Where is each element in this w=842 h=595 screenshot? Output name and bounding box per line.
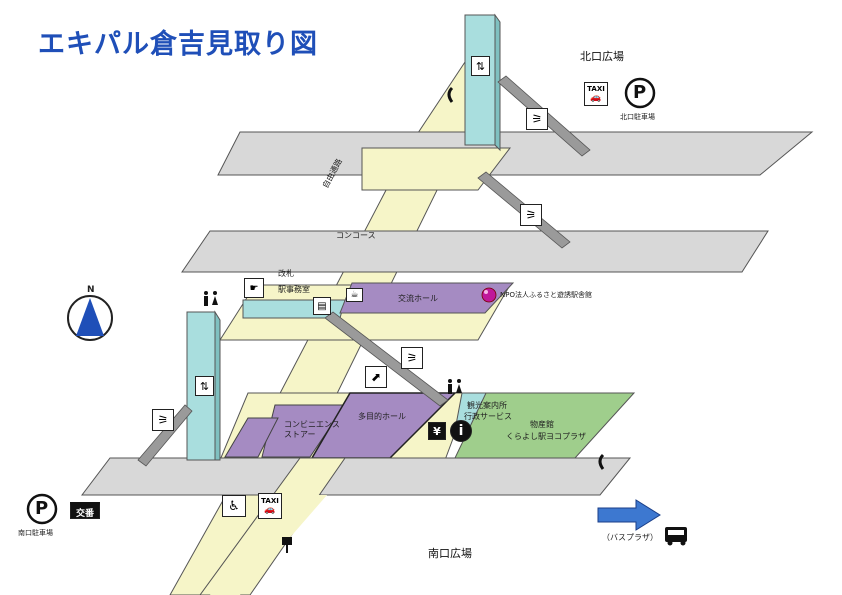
parking-icon-north: [624, 77, 656, 109]
product-plaza-label: くらよし駅ヨコプラザ: [506, 432, 586, 441]
npo-marker-shine: [484, 290, 488, 294]
taxi-text-south: TAXI: [261, 497, 279, 505]
ticket-gate-label: 改札: [278, 269, 294, 278]
wheelchair-icon: ♿: [222, 495, 246, 517]
exchange-hall-floor: [339, 282, 515, 314]
south-plaza-label: 南口広場: [428, 547, 472, 560]
parking-letter-south: P: [35, 498, 49, 519]
taxi-icon-north: TAXI 🚗: [584, 82, 608, 106]
north-parking-label: 北口駐車場: [620, 113, 655, 121]
parking-letter-north: P: [633, 82, 647, 103]
ticket-machine-icon: ☛: [244, 278, 264, 298]
restroom-icon-right: [448, 379, 462, 394]
elevator-icon-south: ⇅: [195, 376, 214, 396]
north-plaza-label: 北口広場: [580, 50, 624, 63]
convenience-store-label: コンビニエンスストアー: [284, 420, 340, 439]
stairs-icon-concourse: ⚞: [401, 347, 423, 369]
platform-lower: [80, 457, 632, 496]
parking-icon-south: [26, 493, 58, 525]
map-title: エキパル倉吉見取り図: [38, 29, 318, 60]
platform-middle: [181, 230, 769, 273]
taxi-text: TAXI: [587, 85, 605, 93]
restroom-icon-left: [204, 291, 218, 306]
cafe-icon: ☕: [346, 288, 363, 302]
platform-upper-slab: [361, 147, 512, 191]
multipurpose-hall-label: 多目的ホール: [358, 412, 406, 421]
elevator-icon-north: ⇅: [471, 56, 490, 76]
free-passage-south-cover: [210, 495, 327, 595]
police-box-icon: 交番: [70, 502, 100, 519]
telephone-icon-south: [598, 453, 605, 470]
tourist-info-label: 観光案内所: [467, 401, 507, 410]
car-icon-south: 🚗: [264, 505, 276, 515]
info-icon: i: [450, 420, 472, 442]
elevator-shaft-north-side: [494, 13, 501, 152]
car-icon: 🚗: [590, 93, 602, 103]
bus-icon: [665, 527, 687, 546]
south-parking-label: 南口駐車場: [18, 529, 53, 537]
product-hall-label: 物産館: [530, 420, 554, 429]
station-office-label: 駅事務室: [278, 285, 310, 294]
north-arrow: [76, 298, 104, 336]
npo-marker: [481, 287, 497, 303]
small-block: [224, 417, 279, 458]
mailbox-icon: [282, 537, 292, 553]
npo-label: NPO法人ふるさと遊誘駅舎館: [500, 291, 592, 299]
atm-icon: ¥: [428, 422, 446, 440]
concourse-label: コンコース: [336, 231, 376, 240]
taxi-icon-south: TAXI 🚗: [258, 493, 282, 519]
elevator-shaft-north: [464, 14, 496, 146]
north-compass-label: N: [87, 285, 95, 295]
stairs-icon-south: ⚞: [152, 409, 174, 431]
police-box-label: 交番: [75, 508, 94, 519]
admin-service-label: 行政サービス: [464, 412, 512, 421]
escalator-icon: ⬈: [365, 366, 387, 388]
atm-icon-concourse: ▤: [313, 297, 331, 315]
exchange-hall-label: 交流ホール: [398, 294, 438, 303]
stairs-icon-north: ⚞: [526, 108, 548, 130]
bus-plaza-label: （バスプラザ）: [602, 533, 658, 542]
elevator-shaft-south-side: [214, 310, 221, 461]
bus-direction-arrow: [597, 499, 661, 531]
yen-symbol: ¥: [433, 424, 441, 438]
stairs-icon-middle: ⚞: [520, 204, 542, 226]
telephone-icon-north: [447, 86, 454, 103]
platform-upper: [217, 131, 814, 176]
